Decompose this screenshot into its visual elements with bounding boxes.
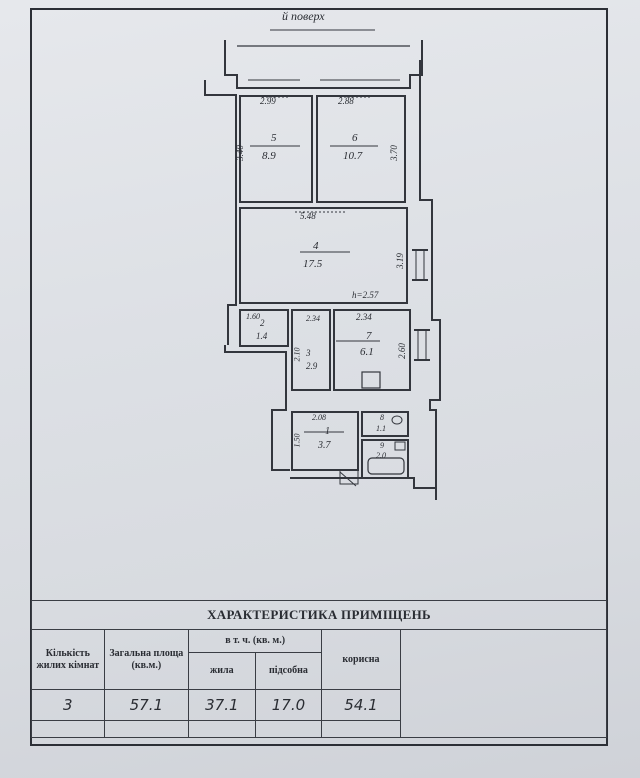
room-2-area: 1.4 bbox=[256, 331, 268, 341]
room-7-number: 7 bbox=[366, 330, 372, 342]
floor-caption: й поверх bbox=[282, 9, 325, 23]
blank-cell bbox=[188, 720, 256, 738]
room-7-length: 2.60 bbox=[396, 343, 407, 359]
room-4-number: 4 bbox=[313, 240, 319, 252]
room-3-area: 2.9 bbox=[306, 361, 318, 371]
room-6-area: 10.7 bbox=[343, 150, 363, 162]
dim-2-34: 2.34 bbox=[306, 314, 320, 323]
room-5-width: 2.99 bbox=[260, 96, 276, 106]
room-5-area: 8.9 bbox=[262, 150, 276, 162]
room-1-number: 1 bbox=[325, 426, 330, 437]
room-7-width: 2.34 bbox=[356, 312, 372, 322]
blank-cell bbox=[103, 720, 190, 738]
drawing-frame bbox=[30, 8, 608, 746]
value-total-area: 57.1 bbox=[103, 689, 190, 721]
room-5-number: 5 bbox=[271, 132, 277, 144]
room-7-area: 6.1 bbox=[360, 346, 374, 358]
header-living: жила bbox=[188, 652, 256, 690]
ceiling-height: h=2.57 bbox=[352, 290, 379, 300]
room-5-length: 3.40 bbox=[234, 145, 245, 161]
room-6-width: 2.88 bbox=[338, 96, 354, 106]
blank-cell bbox=[31, 720, 105, 738]
room-8-area: 1.1 bbox=[376, 424, 386, 433]
room-4-length: 3.19 bbox=[394, 253, 405, 269]
room-characteristics-table: ХАРАКТЕРИСТИКА ПРИМІЩЕНЬ Кількість жилих… bbox=[31, 600, 608, 738]
value-rooms-count: 3 bbox=[31, 689, 105, 721]
value-auxiliary: 17.0 bbox=[254, 689, 323, 721]
room-9-area: 2.0 bbox=[376, 451, 386, 460]
header-rooms-count: Кількість жилих кімнат bbox=[31, 629, 105, 690]
empty-column bbox=[399, 629, 608, 738]
room-4-area: 17.5 bbox=[303, 258, 323, 270]
room-9-number: 9 bbox=[380, 441, 384, 450]
header-useful: корисна bbox=[321, 629, 401, 690]
room-6-number: 6 bbox=[352, 132, 358, 144]
room-3-number: 3 bbox=[306, 348, 311, 358]
room-2-number: 2 bbox=[260, 318, 265, 328]
room-1-width: 2.08 bbox=[312, 413, 326, 422]
value-useful: 54.1 bbox=[321, 689, 401, 721]
table-title: ХАРАКТЕРИСТИКА ПРИМІЩЕНЬ bbox=[31, 600, 607, 630]
room-4-width: 5.48 bbox=[300, 211, 316, 221]
room-1-length: 1.50 bbox=[292, 433, 302, 448]
header-total-area: Загальна площа (кв.м.) bbox=[103, 629, 190, 690]
room-6-length: 3.70 bbox=[388, 145, 399, 161]
blank-cell bbox=[321, 720, 401, 738]
blank-cell bbox=[254, 720, 323, 738]
room-8-number: 8 bbox=[380, 413, 384, 422]
room-1-area: 3.7 bbox=[318, 440, 331, 451]
dim-2-10: 2.10 bbox=[292, 347, 302, 362]
header-auxiliary: підсобна bbox=[254, 652, 323, 690]
dim-1-60: 1.60 bbox=[246, 312, 260, 321]
floor-plan bbox=[204, 29, 441, 500]
header-of-which: в т. ч. (кв. м.) bbox=[188, 629, 323, 653]
value-living: 37.1 bbox=[188, 689, 256, 721]
